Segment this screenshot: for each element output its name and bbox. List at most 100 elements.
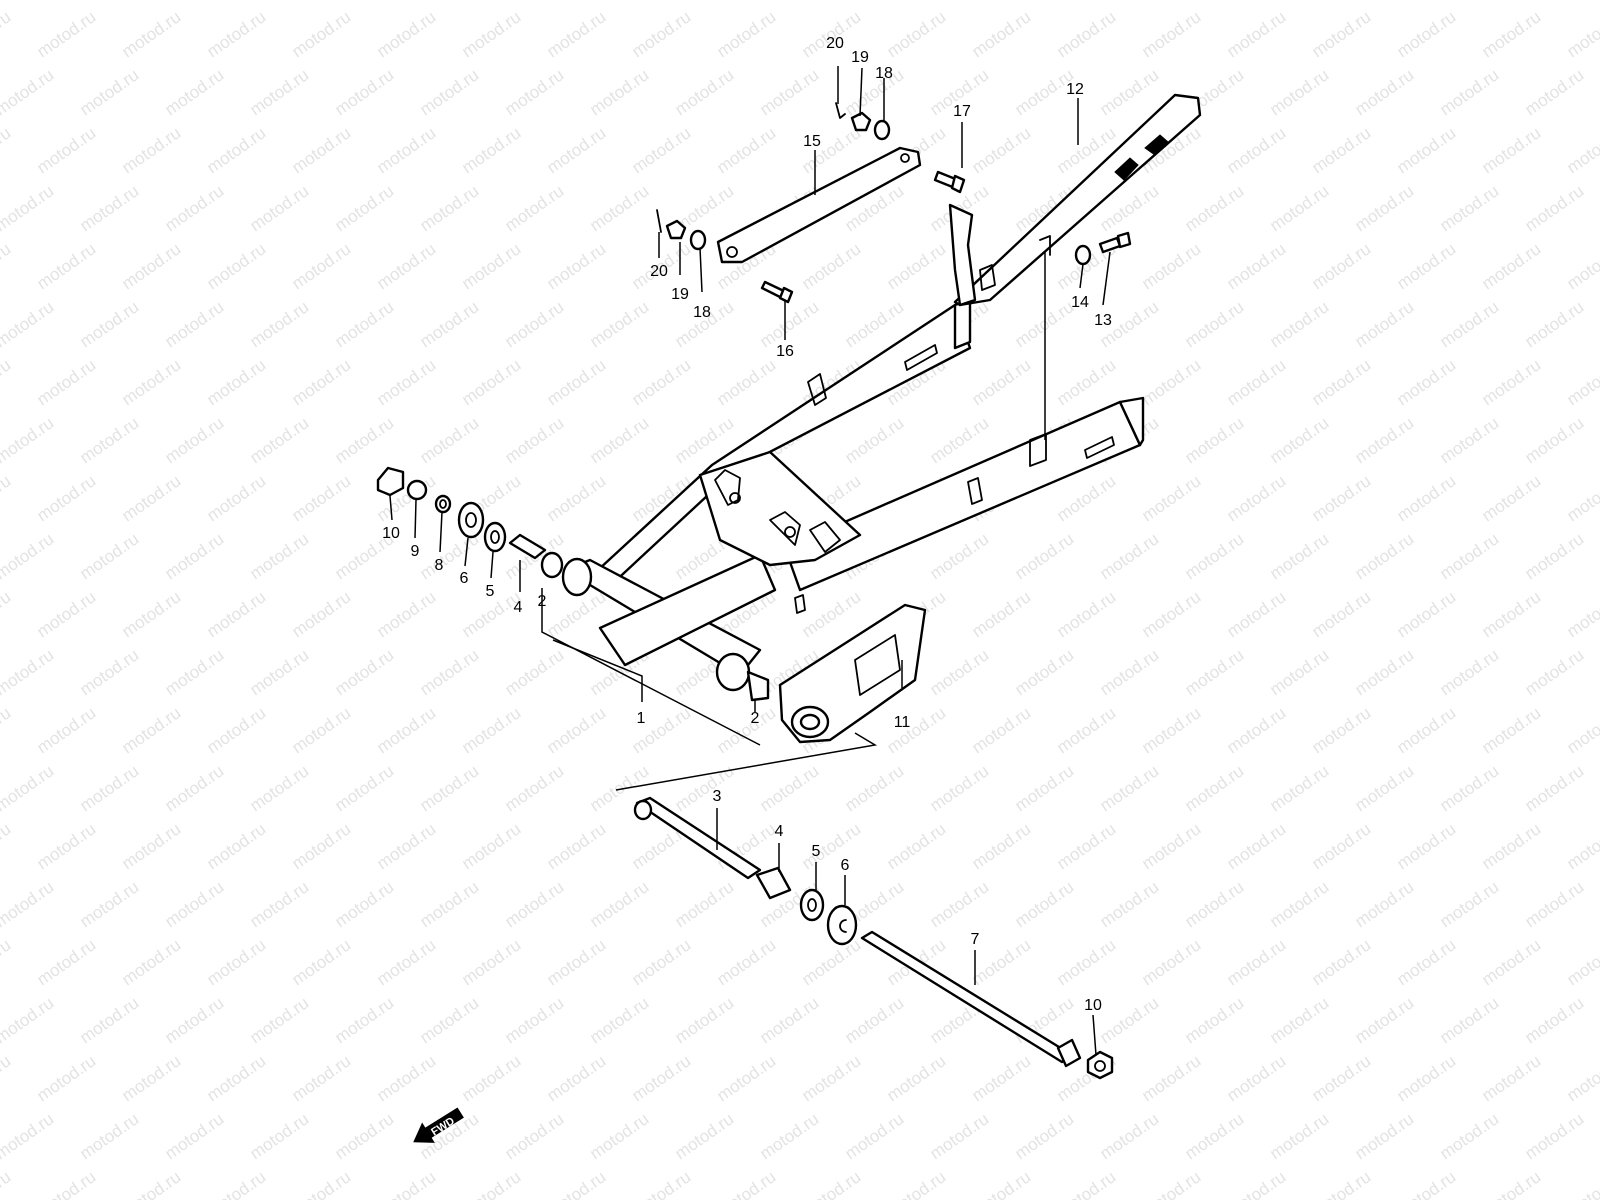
watermark-text: motod.ru — [1436, 877, 1502, 931]
watermark-text: motod.ru — [1521, 413, 1587, 467]
watermark-text: motod.ru — [968, 819, 1034, 873]
watermark-text: motod.ru — [1181, 877, 1247, 931]
watermark-text: motod.ru — [33, 819, 99, 873]
watermark-text: motod.ru — [288, 355, 354, 409]
watermark-text: motod.ru — [1181, 0, 1247, 3]
callout-10-left: 10 — [382, 525, 400, 542]
watermark-text: motod.ru — [246, 0, 312, 3]
watermark-text: motod.ru — [1181, 1109, 1247, 1163]
watermark-text: motod.ru — [33, 239, 99, 293]
watermark-text: motod.ru — [246, 65, 312, 119]
watermark-text: motod.ru — [288, 123, 354, 177]
watermark-text: motod.ru — [543, 819, 609, 873]
watermark-text: motod.ru — [0, 1167, 14, 1200]
watermark-text: motod.ru — [1436, 413, 1502, 467]
watermark-text: motod.ru — [1138, 239, 1204, 293]
watermark-text: motod.ru — [628, 1051, 694, 1105]
watermark-text: motod.ru — [1351, 181, 1417, 235]
watermark-text: motod.ru — [1308, 1167, 1374, 1200]
watermark-text: motod.ru — [331, 877, 397, 931]
watermark-text: motod.ru — [246, 1109, 312, 1163]
watermark-text: motod.ru — [161, 0, 227, 3]
watermark-text: motod.ru — [1138, 935, 1204, 989]
watermark-text: motod.ru — [0, 645, 57, 699]
watermark-text: motod.ru — [373, 935, 439, 989]
watermark-text: motod.ru — [713, 1167, 779, 1200]
watermark-text: motod.ru — [926, 529, 992, 583]
watermark-text: motod.ru — [1266, 529, 1332, 583]
callout-6-bottom: 6 — [841, 857, 850, 874]
watermark-text: motod.ru — [203, 471, 269, 525]
watermark-text: motod.ru — [713, 703, 779, 757]
watermark-text: motod.ru — [841, 993, 907, 1047]
watermark-text: motod.ru — [458, 239, 524, 293]
watermark-text: motod.ru — [1478, 587, 1544, 641]
watermark-text: motod.ru — [416, 761, 482, 815]
watermark-text: motod.ru — [1181, 993, 1247, 1047]
watermark-text: motod.ru — [1053, 819, 1119, 873]
watermark-text: motod.ru — [1266, 1109, 1332, 1163]
watermark-text: motod.ru — [1223, 587, 1289, 641]
watermark-text: motod.ru — [33, 355, 99, 409]
watermark-text: motod.ru — [1308, 123, 1374, 177]
watermark-text: motod.ru — [671, 65, 737, 119]
watermark-text: motod.ru — [1436, 529, 1502, 583]
watermark-text: motod.ru — [1308, 1051, 1374, 1105]
watermark-text: motod.ru — [671, 0, 737, 3]
watermark-text: motod.ru — [628, 935, 694, 989]
watermark-text: motod.ru — [1393, 819, 1459, 873]
watermark-text: motod.ru — [713, 935, 779, 989]
watermark-text: motod.ru — [118, 587, 184, 641]
watermark-text: motod.ru — [416, 645, 482, 699]
watermark-text: motod.ru — [1223, 703, 1289, 757]
callout-18-top: 18 — [875, 65, 893, 82]
callout-2-top: 2 — [538, 593, 547, 610]
watermark-text: motod.ru — [1096, 529, 1162, 583]
watermark-text: motod.ru — [926, 645, 992, 699]
watermark-text: motod.ru — [416, 413, 482, 467]
watermark-text: motod.ru — [203, 1051, 269, 1105]
arrow-left-icon — [413, 1107, 464, 1143]
watermark-text: motod.ru — [1351, 645, 1417, 699]
callout-10-bottom: 10 — [1084, 997, 1102, 1014]
watermark-text: motod.ru — [883, 1167, 949, 1200]
watermark-text: motod.ru — [543, 703, 609, 757]
watermark-text: motod.ru — [1266, 993, 1332, 1047]
watermark-text: motod.ru — [1181, 297, 1247, 351]
swingarm-part — [561, 232, 1145, 692]
watermark-text: motod.ru — [0, 65, 57, 119]
watermark-text: motod.ru — [543, 935, 609, 989]
watermark-text: motod.ru — [1266, 645, 1332, 699]
watermark-text: motod.ru — [1563, 1051, 1600, 1105]
watermark-text: motod.ru — [246, 645, 312, 699]
watermark-text: motod.ru — [671, 877, 737, 931]
watermark-text: motod.ru — [76, 645, 142, 699]
watermark-text: motod.ru — [246, 529, 312, 583]
watermark-text: motod.ru — [203, 703, 269, 757]
watermark-text: motod.ru — [1138, 1051, 1204, 1105]
watermark-text: motod.ru — [1478, 935, 1544, 989]
watermark-text: motod.ru — [0, 761, 57, 815]
watermark-text: motod.ru — [331, 413, 397, 467]
watermark-text: motod.ru — [118, 819, 184, 873]
watermark-text: motod.ru — [288, 7, 354, 61]
watermark-text: motod.ru — [841, 1109, 907, 1163]
watermark-text: motod.ru — [1308, 703, 1374, 757]
watermark-text: motod.ru — [373, 1167, 439, 1200]
watermark-text: motod.ru — [1351, 0, 1417, 3]
watermark-text: motod.ru — [0, 1109, 57, 1163]
watermark-text: motod.ru — [203, 123, 269, 177]
watermark-text: motod.ru — [331, 65, 397, 119]
watermark-text: motod.ru — [161, 761, 227, 815]
watermark-text: motod.ru — [1266, 413, 1332, 467]
watermark-text: motod.ru — [1011, 0, 1077, 3]
watermark-text: motod.ru — [1521, 1109, 1587, 1163]
watermark-text: motod.ru — [1011, 645, 1077, 699]
watermark-text: motod.ru — [1436, 1109, 1502, 1163]
watermark-text: motod.ru — [161, 181, 227, 235]
watermark-text: motod.ru — [1053, 7, 1119, 61]
watermark-text: motod.ru — [1308, 7, 1374, 61]
watermark-text: motod.ru — [288, 471, 354, 525]
watermark-text: motod.ru — [0, 877, 57, 931]
watermark-text: motod.ru — [1138, 819, 1204, 873]
